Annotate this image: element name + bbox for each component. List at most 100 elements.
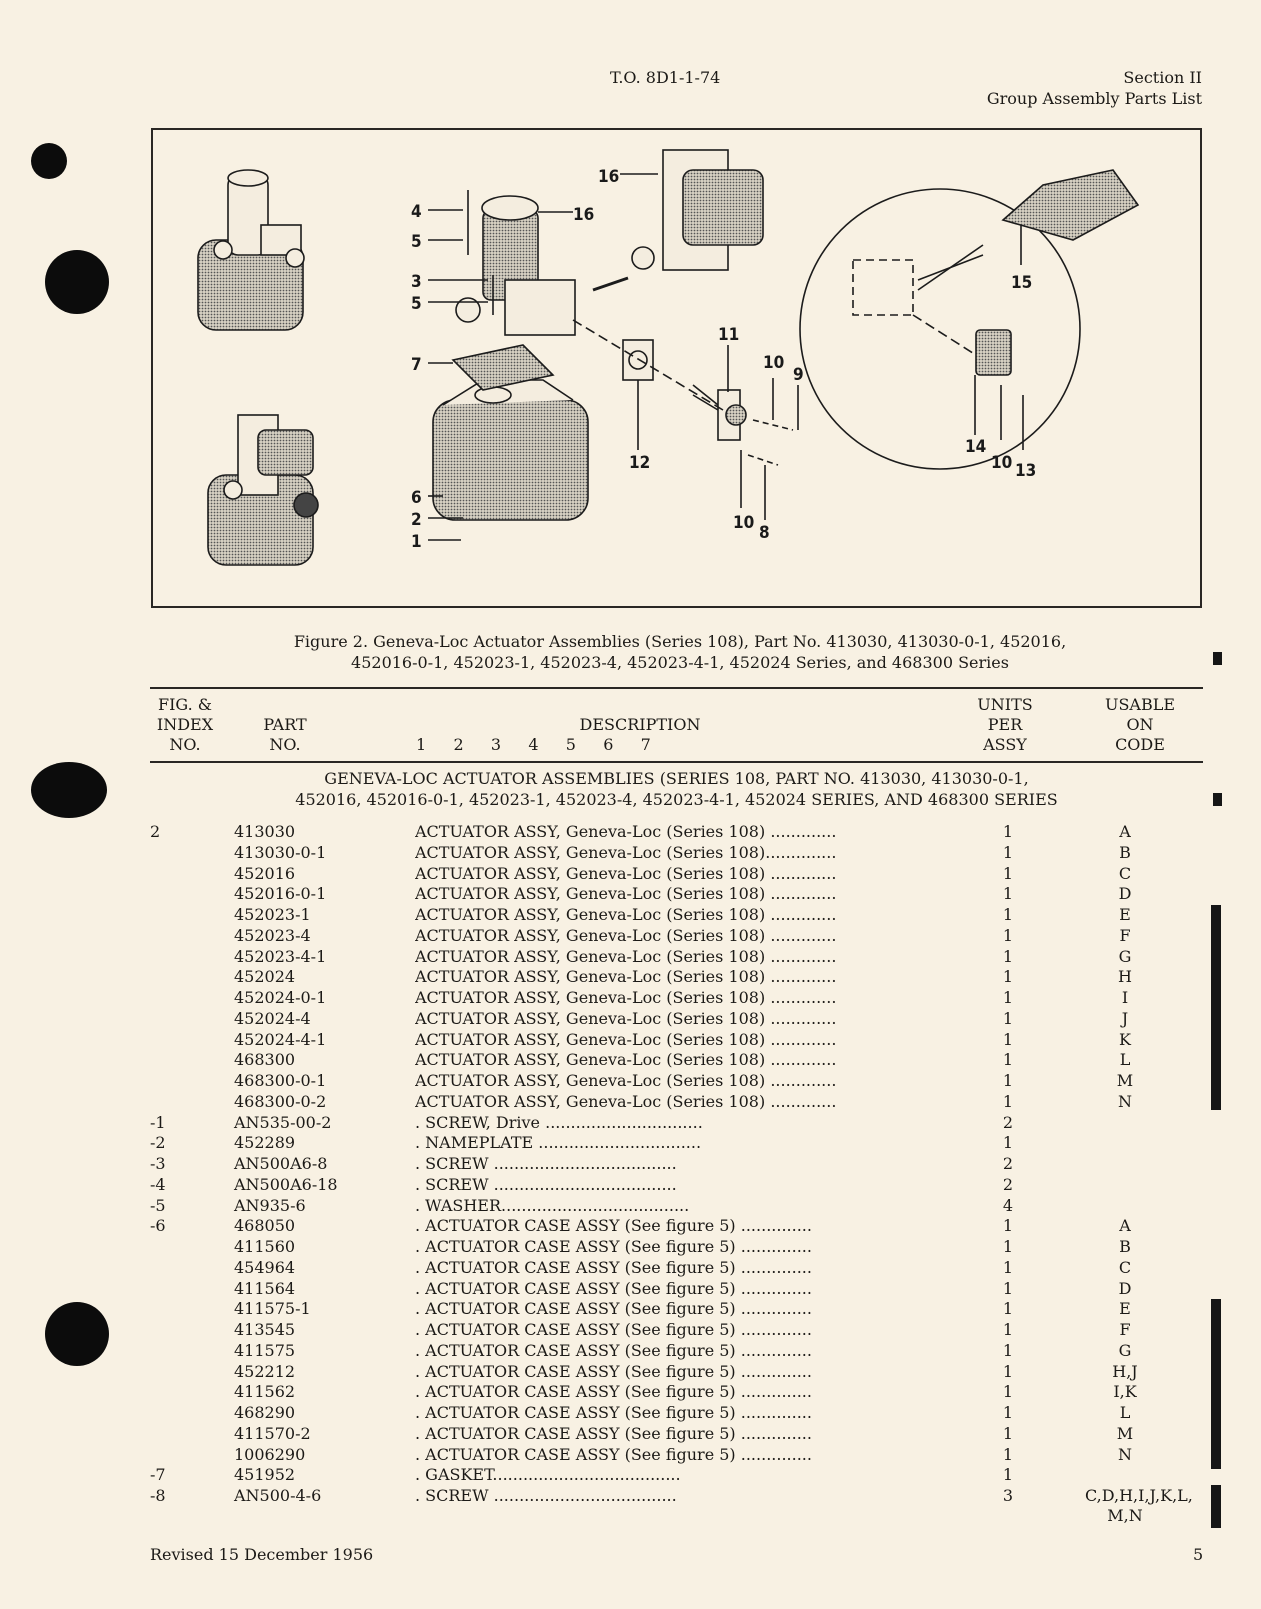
part-number-cell: 454964	[234, 1257, 296, 1277]
table-row: 413545. ACTUATOR CASE ASSY (See figure 5…	[150, 1320, 1210, 1341]
usable-code-cell: C	[1118, 863, 1132, 883]
caption-line-1: Figure 2. Geneva-Loc Actuator Assemblies…	[293, 632, 1067, 651]
units-cell: 2	[1002, 1154, 1014, 1173]
part-number-cell: 411562	[234, 1382, 296, 1402]
units-cell: 1	[1002, 863, 1014, 883]
part-number-cell: 468300-0-1	[234, 1071, 327, 1090]
callout-10c: 10	[991, 453, 1012, 473]
part-number-cell: 468050	[234, 1216, 296, 1236]
table-row: 411560. ACTUATOR CASE ASSY (See figure 5…	[150, 1237, 1210, 1258]
units-cell: 1	[1002, 1361, 1014, 1381]
part-number-cell: 452024-0-1	[234, 988, 327, 1007]
table-row: 411575-1. ACTUATOR CASE ASSY (See figure…	[150, 1299, 1210, 1320]
part-number-cell: 468300-0-2	[234, 1091, 327, 1111]
part-number-cell: 413030	[234, 822, 296, 841]
usable-code-cell: H	[1118, 967, 1132, 987]
table-row: 452024-0-1 ACTUATOR ASSY, Geneva-Loc (Ser…	[150, 988, 1210, 1009]
units-cell: 1	[1002, 1216, 1014, 1236]
part-number-cell: 411570-2	[234, 1423, 311, 1443]
usable-code-cell: C	[1118, 1257, 1132, 1277]
usable-code-cell: J	[1121, 1008, 1129, 1028]
part-number-cell: 411560	[234, 1237, 296, 1256]
usable-code-cell: M	[1116, 1071, 1134, 1090]
table-header-rule	[150, 761, 1203, 763]
units-cell: 1	[1002, 1029, 1014, 1049]
page-number: 5	[1193, 1545, 1204, 1564]
usable-code-cell: G	[1118, 1340, 1132, 1360]
part-number-cell: 413030-0-1	[234, 842, 327, 862]
index-cell: -2	[150, 1133, 166, 1153]
description-cell: ACTUATOR ASSY, Geneva-Loc (Series 108) .…	[415, 905, 837, 924]
description-cell: . ACTUATOR CASE ASSY (See figure 5) ....…	[415, 1320, 812, 1339]
callout-11: 11	[718, 325, 739, 345]
table-row: 468290. ACTUATOR CASE ASSY (See figure 5…	[150, 1403, 1210, 1424]
callout-16: 16	[573, 205, 594, 225]
caption-line-2: 452016-0-1, 452023-1, 452023-4, 452023-4…	[351, 653, 1009, 672]
callout-7: 7	[411, 355, 422, 375]
table-row: 411570-2 . ACTUATOR CASE ASSY (See figure…	[150, 1424, 1210, 1445]
callout-10b: 10	[733, 513, 754, 533]
description-cell: . GASKET................................…	[415, 1465, 681, 1485]
part-number-cell: 468290	[234, 1403, 296, 1422]
usable-code-cell: K	[1119, 1029, 1131, 1049]
usable-code-cell: B	[1119, 1237, 1131, 1256]
table-row: 2 413030 ACTUATOR ASSY, Geneva-Loc (Series…	[150, 822, 1210, 843]
description-cell: ACTUATOR ASSY, Geneva-Loc (Series 108) .…	[415, 1091, 837, 1111]
part-number-cell: 468300	[234, 1050, 296, 1070]
units-cell: 1	[1002, 967, 1014, 987]
callout-16b: 16	[598, 167, 619, 187]
change-bar	[1213, 793, 1222, 806]
usable-code-cell: B	[1119, 842, 1131, 862]
part-number-cell: 452212	[234, 1361, 296, 1381]
table-row: 452024-4-1 ACTUATOR ASSY, Geneva-Loc (Ser…	[150, 1030, 1210, 1051]
callout-5b: 5	[411, 294, 422, 314]
description-cell: . ACTUATOR CASE ASSY (See figure 5) ....…	[415, 1257, 812, 1277]
units-cell: 1	[1002, 988, 1014, 1007]
usable-code-cell: I	[1121, 988, 1129, 1007]
table-row: 411564. ACTUATOR CASE ASSY (See figure 5…	[150, 1279, 1210, 1300]
description-cell: . ACTUATOR CASE ASSY (See figure 5) ....…	[415, 1444, 812, 1464]
description-cell: ACTUATOR ASSY, Geneva-Loc (Series 108) .…	[415, 1029, 837, 1049]
callout-8: 8	[759, 523, 770, 543]
assembly-thumbnail-2	[207, 414, 319, 566]
exploded-view-diagram: 4 5 3 5 7 6 2 1 16 16 12 11 10 9 10 8 14…	[197, 149, 1140, 566]
callout-10: 10	[763, 353, 784, 373]
callout-9: 9	[793, 365, 804, 385]
usable-code-cell: D	[1118, 884, 1132, 904]
part-number-cell: 452024-4-1	[234, 1029, 327, 1049]
usable-code-cell: N	[1118, 1091, 1132, 1111]
index-cell: -5	[150, 1195, 166, 1215]
usable-code-cell: H,J	[1112, 1361, 1138, 1381]
description-cell: . SCREW ................................…	[415, 1154, 677, 1173]
index-cell: 2	[150, 822, 161, 841]
index-cell: -6	[150, 1216, 166, 1236]
usable-code-cell: E	[1119, 1299, 1131, 1319]
callout-1: 1	[411, 532, 422, 552]
callout-3: 3	[411, 272, 422, 292]
description-cell: ACTUATOR ASSY, Geneva-Loc (Series 108) .…	[415, 822, 837, 841]
part-number-cell: AN500A6-8	[234, 1154, 328, 1173]
units-cell: 1	[1002, 1340, 1014, 1360]
col-header-part: PART NO.	[263, 715, 307, 754]
units-cell: 1	[1002, 1050, 1014, 1070]
description-cell: . ACTUATOR CASE ASSY (See figure 5) ....…	[415, 1423, 812, 1443]
description-cell: ACTUATOR ASSY, Geneva-Loc (Series 108) .…	[415, 988, 837, 1007]
usable-code-cell: N	[1118, 1444, 1132, 1464]
usable-code-cell: C,D,H,I,J,K,L, M,N	[1085, 1486, 1193, 1525]
callout-6: 6	[411, 488, 422, 508]
usable-code-cell: M	[1116, 1423, 1134, 1443]
units-cell: 1	[1002, 1423, 1014, 1443]
description-cell: . ACTUATOR CASE ASSY (See figure 5) ....…	[415, 1216, 812, 1236]
index-cell: -8	[150, 1486, 166, 1505]
description-cell: ACTUATOR ASSY, Geneva-Loc (Series 108) .…	[415, 925, 837, 945]
table-row: 452212. ACTUATOR CASE ASSY (See figure 5…	[150, 1362, 1210, 1383]
part-number-cell: AN935-6	[234, 1195, 306, 1215]
usable-code-cell: D	[1118, 1278, 1132, 1298]
units-cell: 1	[1002, 946, 1014, 966]
